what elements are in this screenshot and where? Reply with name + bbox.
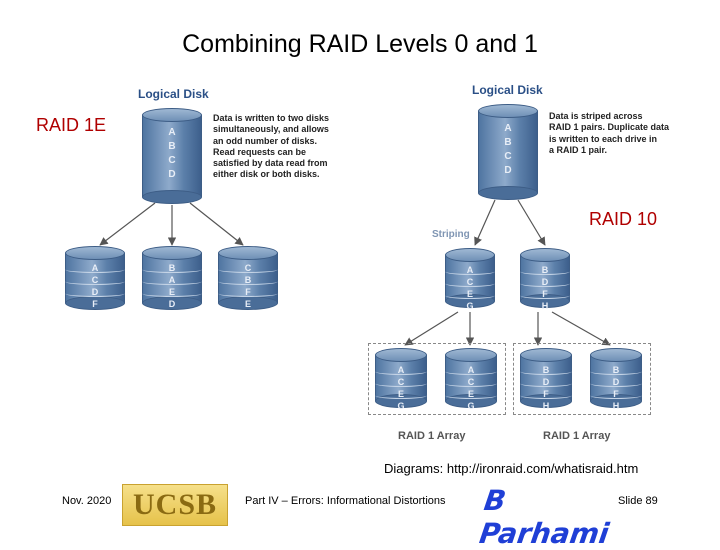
letter: F (245, 287, 251, 297)
letter: E (168, 287, 175, 297)
letter: D (168, 169, 176, 180)
raid1-array-box-1 (368, 343, 506, 415)
right-mid-disk-1: A C E G (445, 248, 495, 311)
letter: A (467, 365, 475, 375)
slide-title: Combining RAID Levels 0 and 1 (182, 30, 538, 58)
letter: E (244, 299, 251, 309)
letter: B (542, 365, 550, 375)
raid-1e-label: RAID 1E (36, 115, 107, 135)
source-credit: Diagrams: http://ironraid.com/whatisraid… (384, 461, 639, 476)
letter: D (168, 299, 176, 309)
letter: F (92, 299, 98, 309)
letter: B (541, 265, 549, 275)
letter: G (397, 401, 405, 411)
right-bottom-disk-4: B D F H (590, 348, 642, 411)
desc-line: satisfied by data read from (213, 158, 328, 169)
ucsb-logo-text: UCSB (132, 488, 218, 521)
letter: D (91, 287, 99, 297)
arrow-left-1 (99, 202, 156, 246)
letter: B (612, 365, 620, 375)
letter: D (542, 377, 550, 387)
desc-line: either disk or both disks. (213, 169, 320, 180)
striping-label: Striping (432, 229, 470, 240)
raid-10-label: RAID 10 (589, 209, 658, 229)
desc-line: simultaneously, and allows (213, 124, 329, 135)
letter: A (168, 127, 176, 138)
arrow-right-2 (517, 199, 546, 246)
letter: B (168, 141, 176, 152)
letter: B (504, 137, 512, 148)
letter: B (168, 263, 176, 273)
arrow-right-3 (404, 311, 459, 346)
letter: G (466, 301, 474, 311)
letter: A (504, 123, 512, 134)
letter: F (613, 389, 619, 399)
letter: D (612, 377, 620, 387)
footer-part: Part IV – Errors: Informational Distorti… (245, 495, 446, 507)
right-description: Data is striped across RAID 1 pairs. Dup… (549, 111, 694, 156)
desc-line: Read requests can be (213, 146, 307, 157)
right-logical-disk-label: Logical Disk (472, 83, 543, 97)
letter: C (397, 377, 405, 387)
letter: D (541, 277, 549, 287)
desc-line: an odd number of disks. (213, 135, 318, 146)
right-bottom-disk-3: B D F H (520, 348, 572, 411)
desc-line: Data is written to two disks (213, 113, 330, 123)
letter: C (244, 263, 252, 273)
letter: A (466, 265, 474, 275)
raid1-array-label-2: RAID 1 Array (543, 430, 611, 442)
signature-logo: B Parhami (477, 480, 611, 550)
letter: H (612, 401, 620, 411)
ucsb-logo: UCSB (122, 484, 228, 526)
right-bottom-disk-1: A C E G (375, 348, 427, 411)
footer-date: Nov. 2020 (62, 495, 112, 507)
desc-line: RAID 1 pairs. Duplicate data (549, 122, 670, 133)
arrow-right-6 (551, 311, 611, 346)
left-logical-disk-label: Logical Disk (138, 87, 209, 101)
desc-line: a RAID 1 pair. (549, 144, 608, 155)
left-disk-2: B A E D (142, 246, 202, 310)
footer-slide-number: Slide 89 (618, 495, 658, 507)
letter: A (168, 275, 176, 285)
signature-text: B Parhami (477, 484, 612, 550)
right-mid-disk-2: B D F H (520, 248, 570, 311)
letter: E (397, 389, 404, 399)
letter: C (168, 155, 176, 166)
left-description: Data is written to two disks simultaneou… (213, 113, 353, 181)
left-disk-3: C B F E (218, 246, 278, 310)
letter: G (467, 401, 475, 411)
raid1-array-label-1: RAID 1 Array (398, 430, 466, 442)
right-logical-disk: A B C D (478, 104, 538, 200)
left-disk-1: A C D F (65, 246, 125, 310)
arrow-right-1 (474, 199, 496, 246)
arrow-left-3 (189, 202, 244, 246)
letter: C (504, 151, 512, 162)
letter: H (542, 401, 550, 411)
letter: C (91, 275, 99, 285)
desc-line: is written to each drive in (549, 133, 658, 144)
letter: C (467, 377, 475, 387)
letter: F (542, 289, 548, 299)
letter: B (244, 275, 252, 285)
desc-line: Data is striped across (549, 111, 643, 121)
letter: E (466, 289, 473, 299)
letter: A (91, 263, 99, 273)
letter: C (466, 277, 474, 287)
right-bottom-disk-2: A C E G (445, 348, 497, 411)
letter: F (543, 389, 549, 399)
letter: E (467, 389, 474, 399)
raid1-array-box-2 (513, 343, 651, 415)
letter: H (541, 301, 549, 311)
left-logical-disk: A B C D (142, 108, 202, 204)
letter: D (504, 165, 512, 176)
letter: A (397, 365, 405, 375)
